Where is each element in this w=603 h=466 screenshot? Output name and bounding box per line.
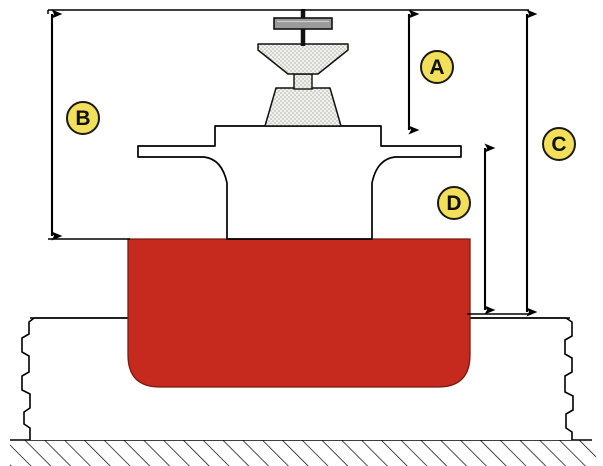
- bonnet-neck: [293, 73, 313, 90]
- yoke-plate: [257, 43, 349, 75]
- stem-handwheel-group: [273, 9, 333, 46]
- dimension-callout-d[interactable]: D: [437, 186, 471, 220]
- valve-body-red-group: [127, 238, 471, 388]
- valve-body-flange: [137, 125, 462, 240]
- ground-hatching: [10, 440, 596, 466]
- bonnet-cone: [264, 87, 342, 127]
- dimension-arrows-group: [50, 9, 538, 317]
- dimension-callout-a[interactable]: A: [420, 50, 454, 84]
- handwheel: [273, 17, 333, 30]
- dimension-callout-c[interactable]: C: [542, 127, 576, 161]
- dimension-callout-b[interactable]: B: [66, 101, 100, 135]
- valve-body-flange-group: [137, 125, 462, 240]
- valve-body-red: [127, 238, 471, 388]
- bonnet-group: [257, 43, 349, 127]
